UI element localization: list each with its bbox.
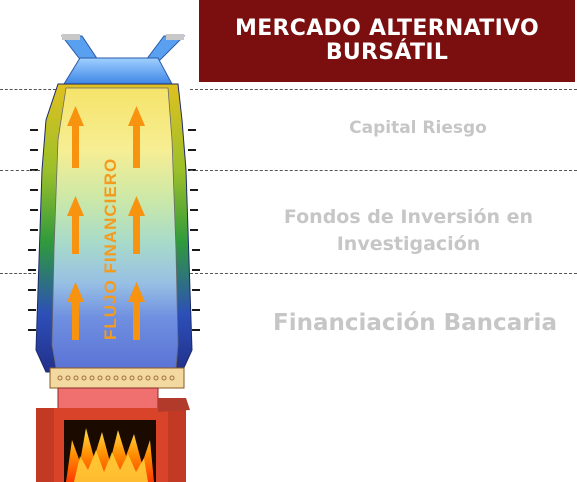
level-label-capital-riesgo: Capital Riesgo (349, 118, 487, 138)
wall-ridges (28, 129, 200, 331)
flow-label: FLUJO FINANCIERO (101, 158, 120, 340)
level-separator (190, 170, 577, 171)
top-pipes (60, 34, 186, 63)
level-separator (0, 89, 56, 90)
up-arrow (67, 196, 84, 254)
flames (66, 428, 154, 482)
level-label-line-1: Fondos de Inversión en (283, 206, 534, 228)
up-arrow (67, 282, 84, 340)
up-arrow (67, 106, 84, 168)
level-label-line-2: Investigación (336, 233, 481, 255)
furnace-top-hopper (63, 57, 173, 85)
up-arrow (128, 106, 145, 168)
up-arrow (128, 196, 145, 254)
title-line-2: BURSÁTIL (325, 40, 449, 65)
title-box: MERCADO ALTERNATIVO BURSÁTIL (199, 0, 575, 82)
level-separator (0, 273, 36, 274)
level-label-financiacion-bancaria: Financiación Bancaria (273, 310, 557, 336)
level-separator (190, 273, 577, 274)
slag-pipe (158, 398, 190, 412)
level-separator (190, 89, 577, 90)
blast-furnace-illustration: FLUJO FINANCIERO (28, 34, 200, 482)
level-separator (0, 170, 40, 171)
title-line-1: MERCADO ALTERNATIVO (235, 16, 539, 41)
up-arrow (128, 282, 145, 340)
flow-arrows (67, 106, 145, 340)
tuyere-dots (57, 375, 175, 381)
level-label-fondos-investigacion: Fondos de Inversión en Investigación (240, 204, 577, 258)
